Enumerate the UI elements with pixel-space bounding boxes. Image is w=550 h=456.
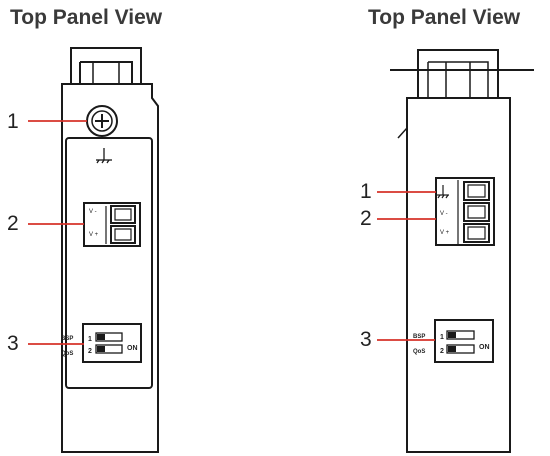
left-bsp-label: BSP — [61, 336, 73, 342]
right-dip-2-label: 2 — [440, 348, 444, 355]
left-qos-label: QoS — [61, 351, 73, 357]
right-callout-1: 1 — [360, 180, 372, 203]
right-v-plus-label: V + — [440, 230, 450, 236]
right-device — [390, 49, 534, 453]
power-terminal-block — [83, 202, 141, 247]
left-v-minus-label: V - — [89, 209, 97, 215]
right-callout-2: 2 — [360, 207, 372, 230]
right-dip-switch — [434, 319, 494, 363]
right-ground-symbol-icon — [437, 185, 449, 199]
left-view-title: Top Panel View — [10, 6, 163, 29]
left-callout-3: 3 — [7, 332, 19, 355]
left-callout-2: 2 — [7, 212, 19, 235]
left-dip-on-label: ON — [127, 345, 138, 352]
right-bsp-label: BSP — [413, 334, 425, 340]
right-callout-3: 3 — [360, 328, 372, 351]
left-v-plus-label: V + — [89, 232, 99, 238]
right-power-terminal-block — [435, 177, 495, 246]
right-dip-on-label: ON — [479, 344, 490, 351]
right-qos-label: QoS — [413, 349, 425, 355]
right-dip-1-label: 1 — [440, 334, 444, 341]
left-callout-lines — [28, 120, 87, 345]
right-callout-lines — [377, 191, 436, 341]
left-dip-2-label: 2 — [88, 348, 92, 355]
ground-symbol-icon — [96, 148, 112, 164]
right-v-minus-label: V - — [440, 211, 448, 217]
dip-switch — [82, 323, 142, 363]
right-view-title: Top Panel View — [368, 6, 521, 29]
left-callout-1: 1 — [7, 110, 19, 133]
left-device — [61, 47, 159, 453]
left-dip-1-label: 1 — [88, 336, 92, 343]
